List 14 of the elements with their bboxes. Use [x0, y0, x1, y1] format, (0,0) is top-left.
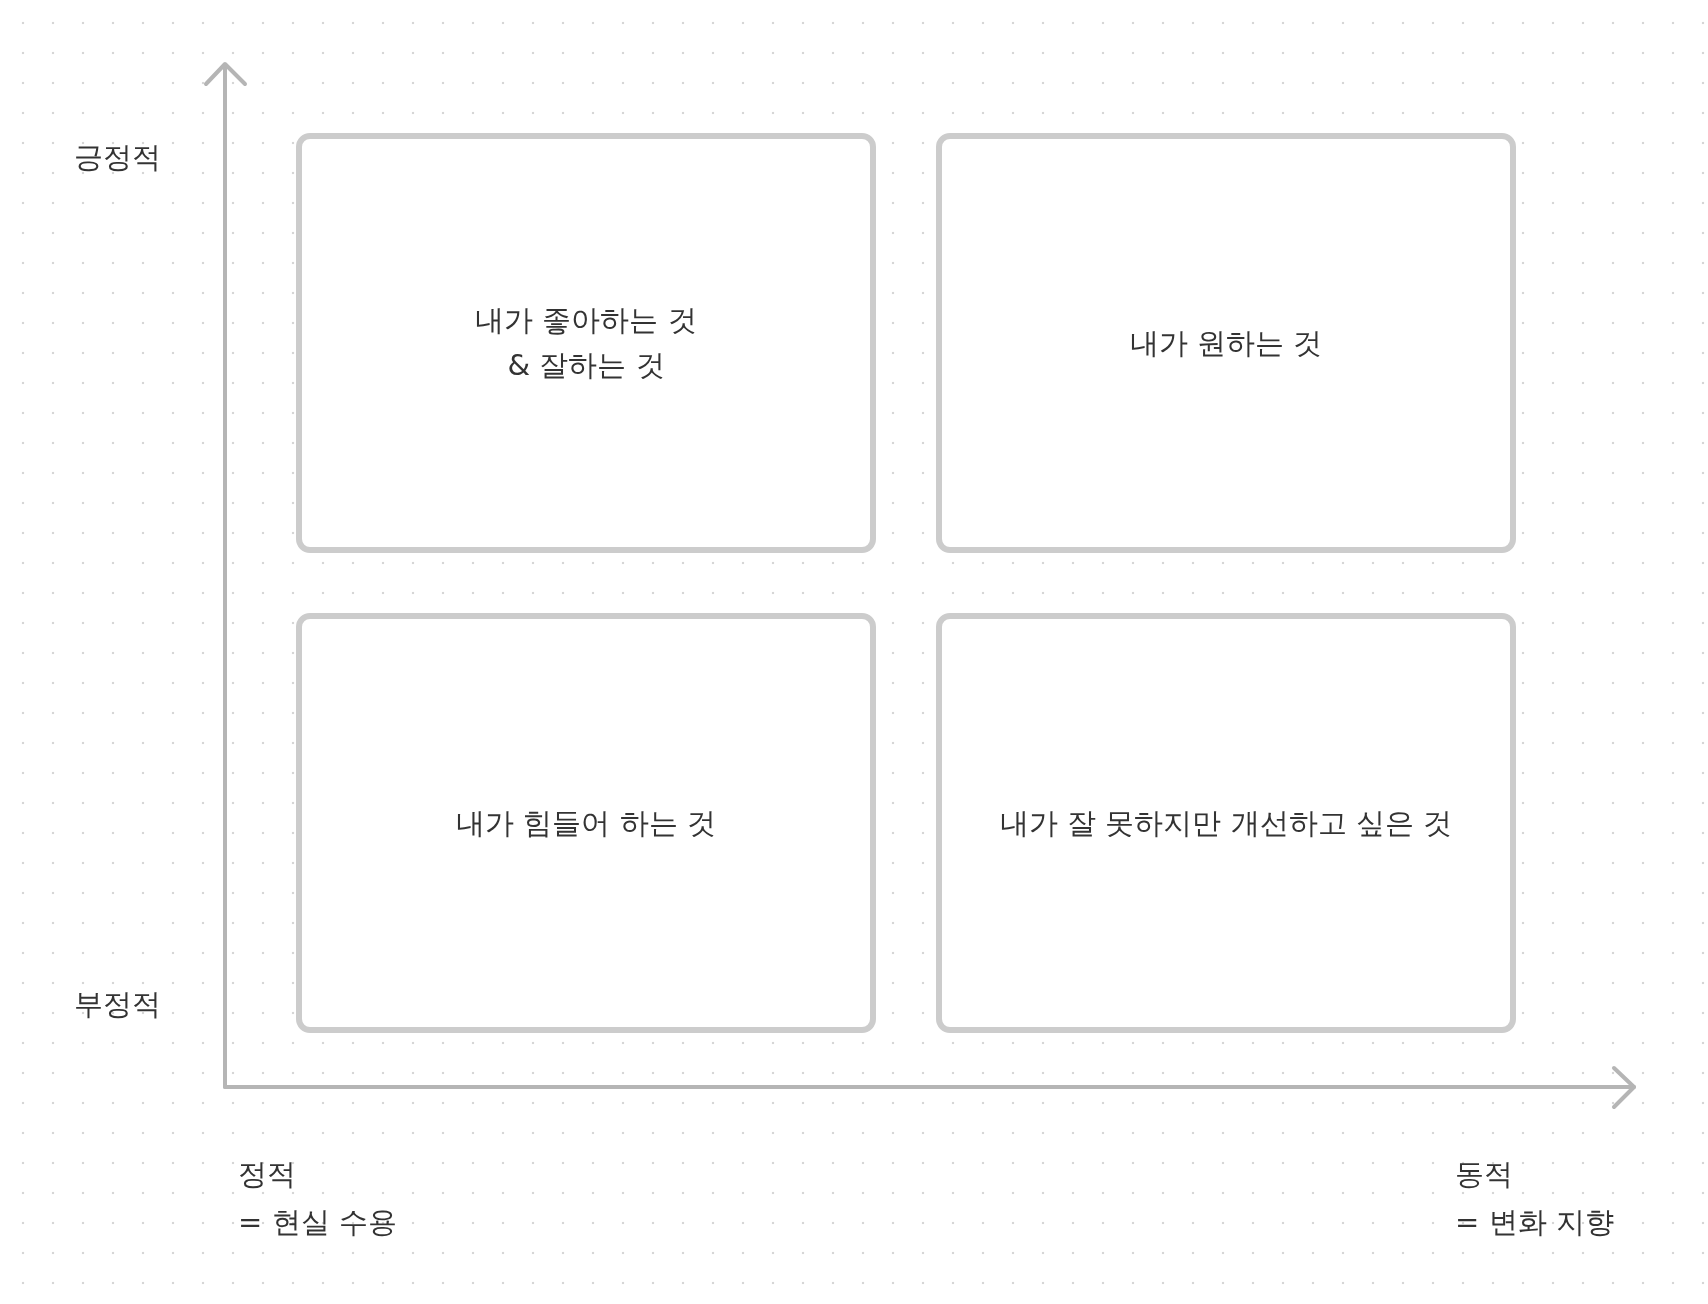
axis-note: = 변화 지향	[1455, 1204, 1614, 1241]
quadrant-box	[296, 133, 876, 553]
quadrant-label: 내가 힘들어 하는 것	[456, 804, 716, 842]
quadrant-label: 내가 잘 못하지만 개선하고 싶은 것	[999, 804, 1453, 842]
quadrant-box	[936, 613, 1516, 1033]
axis-label: 부정적	[74, 986, 161, 1023]
quadrant-box	[936, 133, 1516, 553]
axis-label: 동적	[1455, 1156, 1513, 1193]
axis-label: 긍정적	[74, 139, 161, 176]
quadrant-label: 내가 원하는 것	[1129, 324, 1323, 362]
axis-note: = 현실 수용	[238, 1204, 397, 1241]
axis-label: 정적	[238, 1156, 296, 1193]
quadrant-box	[296, 613, 876, 1033]
quadrant-label: 내가 좋아하는 것 & 잘하는 것	[474, 302, 698, 384]
